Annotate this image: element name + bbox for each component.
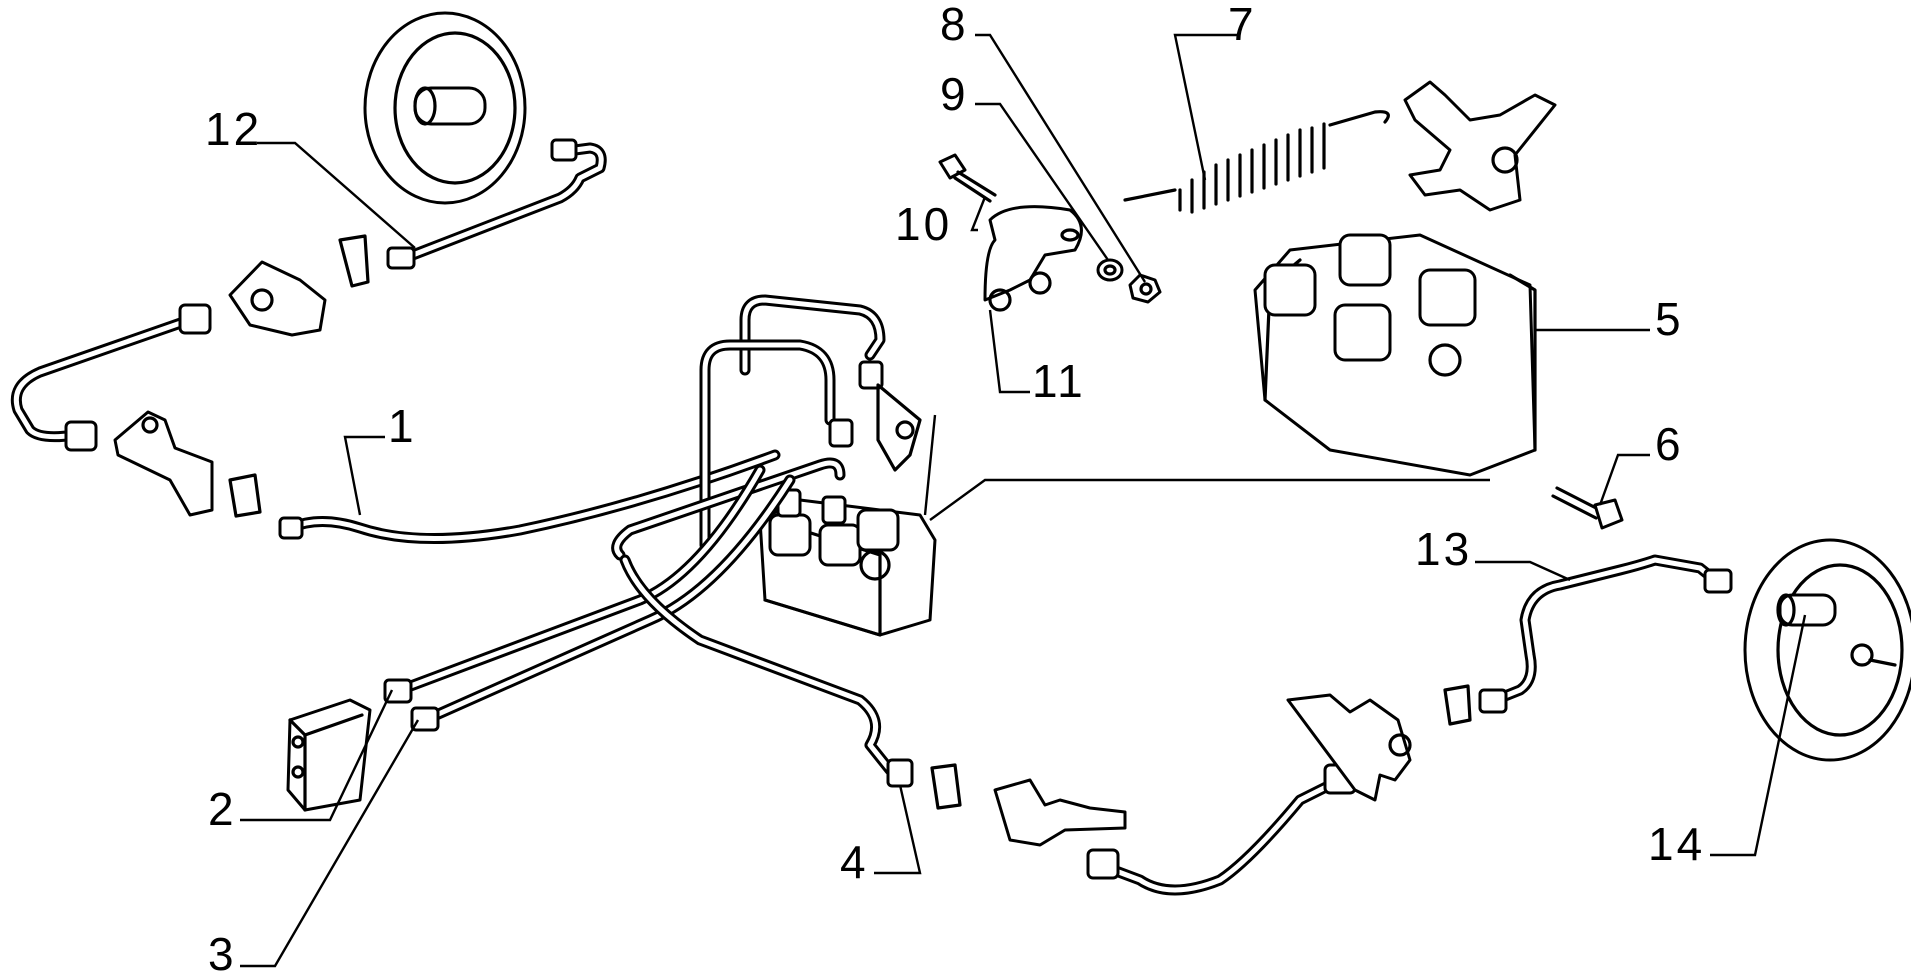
lower-right-bracket <box>1286 693 1412 802</box>
callout-2: 2 <box>208 783 237 835</box>
callout-6: 6 <box>1655 418 1684 470</box>
callout-9: 9 <box>940 68 969 120</box>
pipe-clip-4 <box>930 763 962 810</box>
bolt-6 <box>1551 486 1624 530</box>
connector-block <box>286 698 372 812</box>
callout-11: 11 <box>1032 355 1086 407</box>
valve-bracket <box>1403 80 1557 212</box>
callout-4: 4 <box>840 836 869 888</box>
callout-labels: 12 1 2 3 4 5 6 7 8 9 10 11 13 14 <box>205 0 1705 972</box>
brake-pipe-12 <box>386 138 607 270</box>
bolt-10 <box>938 153 997 203</box>
rear-right-brake-drum <box>1743 538 1911 762</box>
pressure-regulator-valve-5 <box>1253 233 1537 477</box>
lower-flexible-hose <box>1086 763 1357 896</box>
pipe-clip-left <box>228 473 262 518</box>
brake-pipe-1 <box>278 449 781 545</box>
callout-7: 7 <box>1228 0 1257 50</box>
callout-5: 5 <box>1655 293 1684 345</box>
left-flexible-hose <box>10 303 212 452</box>
washer-9 <box>1096 258 1124 282</box>
hose-bracket-upper <box>228 260 327 337</box>
central-pipe-loops <box>611 294 886 561</box>
leader-lines <box>240 33 1807 968</box>
nut-8 <box>1128 273 1162 304</box>
callout-13: 13 <box>1415 523 1472 575</box>
callout-10: 10 <box>895 198 952 250</box>
brake-pipe-13 <box>1478 554 1733 714</box>
pipe-clip <box>338 234 370 288</box>
lever-11 <box>983 205 1083 312</box>
brake-pressure-valve-assembly <box>758 360 937 637</box>
spring-7 <box>1123 110 1390 214</box>
callout-3: 3 <box>208 928 237 972</box>
callout-14: 14 <box>1648 818 1705 870</box>
callout-8: 8 <box>940 0 969 50</box>
lower-bracket <box>993 778 1127 847</box>
callout-1: 1 <box>388 400 417 452</box>
pipe-clip-13 <box>1443 684 1472 726</box>
rear-left-brake-drum <box>363 11 527 205</box>
callout-12: 12 <box>205 103 262 155</box>
hose-bracket-lower <box>113 410 214 517</box>
